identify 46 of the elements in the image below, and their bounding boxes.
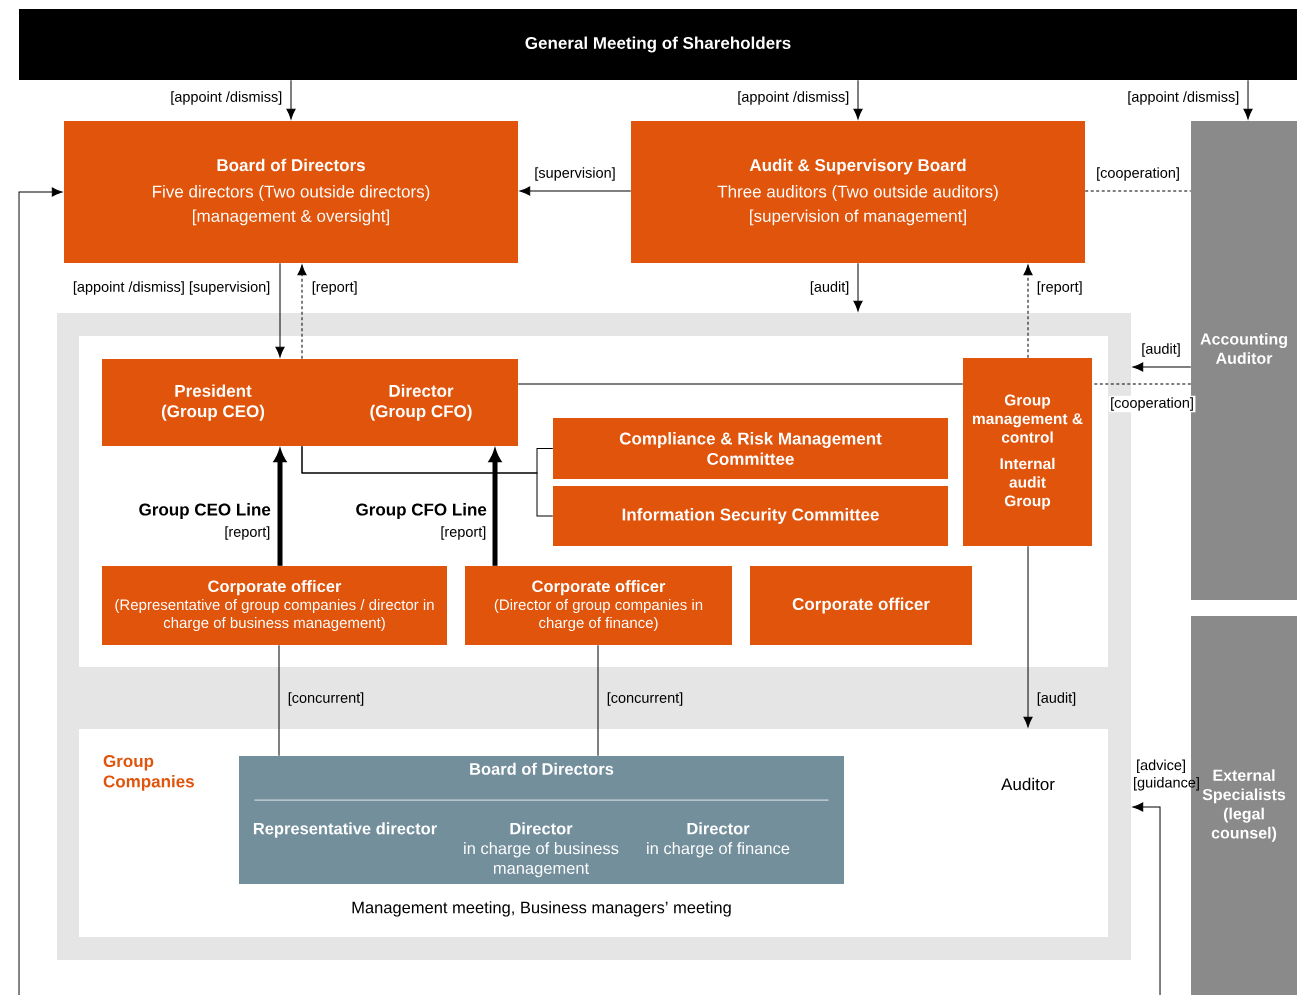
- committee-box: Compliance & Risk Management Committee: [553, 418, 948, 479]
- edge-label: [report]: [310, 279, 360, 297]
- committee-box: Information Security Committee: [553, 486, 948, 546]
- edge-label: [cooperation]: [1094, 165, 1182, 183]
- arrow: [489, 449, 501, 566]
- header-band: General Meeting of Shareholders: [19, 9, 1297, 80]
- edge-label: [advice] [guidance]: [1131, 758, 1199, 792]
- arrow: [286, 79, 296, 120]
- board-box: Board of Directors Representative director Director in charge of business management Director in charge of finance: [239, 756, 844, 884]
- process-box: Group management & control Internal audit Group: [963, 358, 1092, 546]
- node-text: Auditor: [1001, 777, 1055, 791]
- edge-label: [appoint /dismiss]: [1125, 89, 1241, 107]
- arrow: [274, 449, 286, 566]
- arrow: [1023, 545, 1033, 728]
- arrow: [853, 262, 863, 312]
- edge-label: [supervision]: [532, 165, 618, 183]
- arrow: [275, 262, 285, 358]
- connector-line: [517, 383, 964, 385]
- process-box: President (Group CEO) Director (Group CFO): [102, 359, 518, 446]
- line-label: Group CEO Line: [139, 503, 271, 519]
- node-label: Management meeting, Business managers’ meeting: [352, 901, 731, 917]
- edge-label: [cooperation]: [1108, 395, 1196, 413]
- process-box: Board of Directors Five directors (Two outside directors) [management & oversight]: [64, 121, 518, 263]
- officer-box: Corporate officer: [750, 566, 972, 645]
- connector-line: [597, 644, 599, 757]
- edge-label: [appoint /dismiss]: [735, 89, 851, 107]
- arrow: [853, 79, 863, 120]
- officer-box: Corporate officer (Director of group companies in charge of finance): [465, 566, 732, 645]
- edge-label: [audit]: [808, 279, 851, 297]
- arrow: [1132, 802, 1161, 995]
- connector-line: [301, 445, 554, 517]
- officer-box: Corporate officer (Representative of group companies / director in charge of business management): [102, 566, 447, 645]
- line-label: Group CFO Line: [356, 503, 487, 519]
- connector-line: [278, 644, 280, 757]
- arrow: [1132, 362, 1192, 372]
- arrow: [519, 186, 632, 196]
- process-box: Audit & Supervisory Board Three auditors (Two outside auditors) [supervision of management]: [631, 121, 1085, 263]
- edge-label: [audit]: [1139, 341, 1183, 359]
- arrow: [18, 187, 63, 995]
- edge-label: [appoint /dismiss] [supervision]: [71, 279, 272, 297]
- arrow: [297, 264, 307, 360]
- arrow: [1243, 79, 1253, 120]
- arrow: [1023, 264, 1033, 359]
- connector-line: [1084, 190, 1192, 192]
- edge-label: [appoint /dismiss]: [168, 89, 284, 107]
- edge-label: [report]: [1035, 279, 1085, 297]
